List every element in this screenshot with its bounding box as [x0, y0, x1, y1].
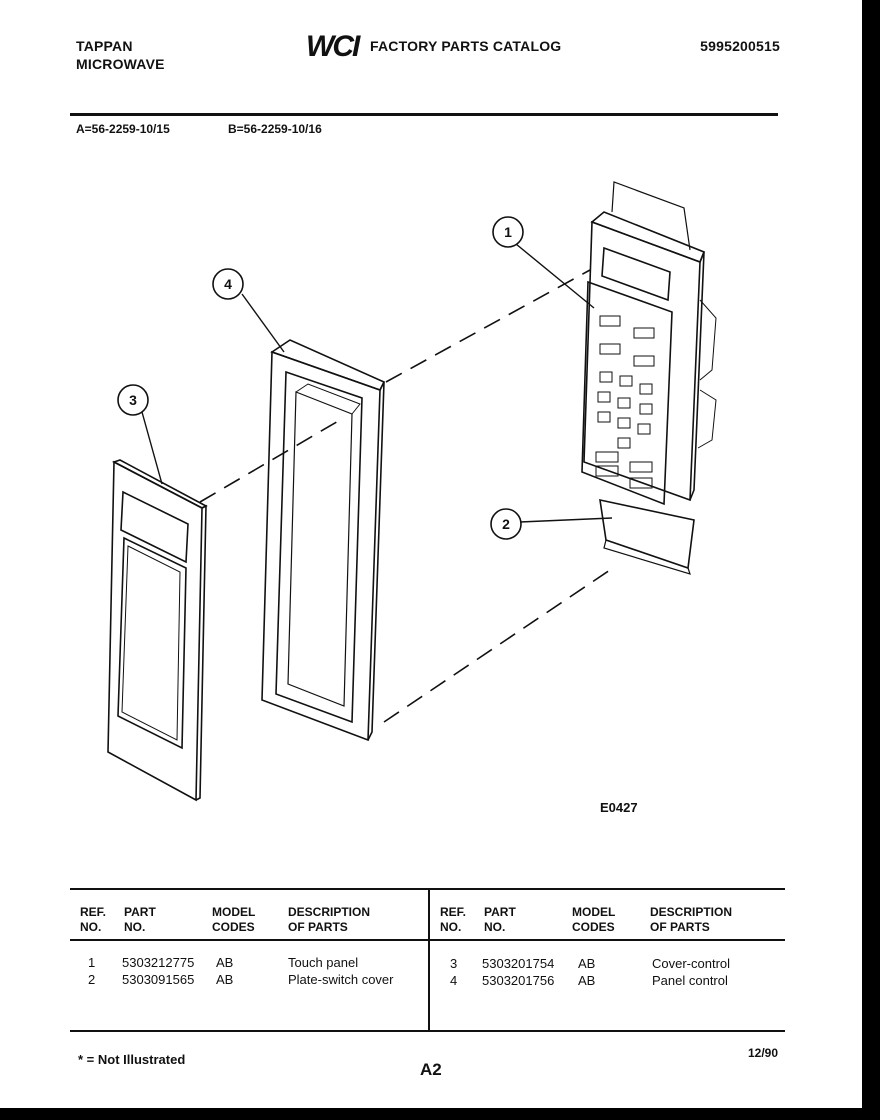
row-description: Panel control: [652, 973, 728, 988]
wci-logo: WCI: [306, 30, 360, 63]
callout-circle-4: [212, 268, 244, 300]
row-codes: AB: [578, 973, 596, 988]
callout-circle-1: [492, 216, 524, 248]
exploded-parts-diagram: 1 2 3 4: [107, 181, 717, 802]
model-code-b: B=56-2259-10/16: [228, 122, 322, 136]
catalog-number: 5995200515: [700, 38, 780, 54]
row-ref: 4: [450, 973, 458, 988]
table-rule-bottom: [70, 1030, 785, 1032]
callout-circle-2: [490, 508, 522, 540]
callout-label-3: 3: [129, 392, 137, 408]
row-part-no: 5303201754: [482, 956, 555, 971]
table-rule-top: [70, 888, 785, 890]
footnote: * = Not Illustrated: [78, 1052, 186, 1067]
row-description: Cover-control: [652, 956, 731, 971]
callout-label-4: 4: [224, 276, 232, 292]
plate-switch-cover-drawing: [599, 498, 695, 575]
row-ref: 3: [450, 956, 458, 971]
row-part-no: 5303201756: [482, 973, 555, 988]
table-divider: [428, 888, 430, 1032]
row-description: Touch panel: [288, 955, 359, 970]
product-type: MICROWAVE: [76, 56, 165, 72]
panel-control-drawing: [261, 339, 386, 742]
row-part-no: 5303091565: [122, 972, 195, 987]
row-description: Plate-switch cover: [288, 972, 394, 987]
header-ref-no: REF.NO.: [440, 905, 467, 934]
page-id: A2: [420, 1060, 442, 1079]
row-codes: AB: [578, 956, 596, 971]
brand-name: TAPPAN: [76, 38, 133, 54]
catalog-page: TAPPAN MICROWAVE WCI FACTORY PARTS CATAL…: [0, 0, 862, 1108]
row-part-no: 5303212775: [122, 955, 195, 970]
callout-label-1: 1: [504, 224, 512, 240]
row-ref: 2: [88, 972, 96, 987]
catalog-title: FACTORY PARTS CATALOG: [370, 38, 562, 54]
touch-panel-drawing: [581, 181, 717, 506]
row-ref: 1: [88, 955, 96, 970]
date-code: 12/90: [748, 1046, 779, 1060]
header-rule: [70, 113, 778, 116]
row-codes: AB: [216, 972, 234, 987]
callout-circle-3: [117, 384, 149, 416]
callout-label-2: 2: [502, 516, 510, 532]
cover-control-drawing: [107, 459, 208, 802]
header-ref-no: REF.NO.: [80, 905, 107, 934]
row-codes: AB: [216, 955, 234, 970]
diagram-id: E0427: [600, 800, 638, 815]
table-rule-header: [70, 939, 785, 941]
model-code-a: A=56-2259-10/15: [76, 122, 170, 136]
